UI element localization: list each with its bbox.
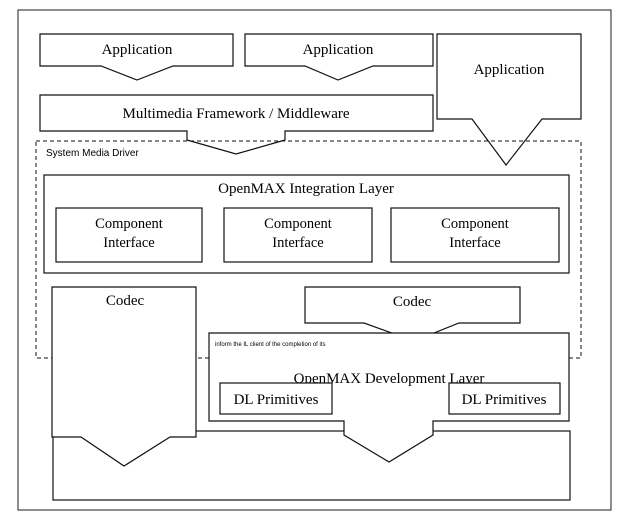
component-interface-1-line2: Interface <box>103 235 155 251</box>
inform-note: inform the IL client of the completion o… <box>215 342 326 348</box>
dl-primitives-left-label: DL Primitives <box>234 392 319 408</box>
component-interface-2-line1: Component <box>264 216 332 232</box>
component-interface-3-line1: Component <box>441 216 509 232</box>
multimedia-framework-label: Multimedia Framework / Middleware <box>122 106 349 122</box>
application-box-right: Application <box>436 33 582 166</box>
multimedia-framework-box: Multimedia Framework / Middleware <box>39 94 434 155</box>
dl-primitives-right-label: DL Primitives <box>462 392 547 408</box>
codec-right-label: Codec <box>393 294 432 310</box>
application-right-label: Application <box>474 62 545 78</box>
system-media-driver-label: System Media Driver <box>46 148 139 159</box>
component-interface-2-line2: Interface <box>272 235 324 251</box>
system-media-driver-boundary <box>35 140 582 359</box>
application-left-label: Application <box>102 42 173 58</box>
openmax-development-layer-box: inform the IL client of the completion o… <box>208 332 570 463</box>
application-box-middle: Application <box>244 33 434 81</box>
application-box-left: Application <box>39 33 234 81</box>
dl-primitives-box-right <box>448 382 561 415</box>
codec-right-box: Codec <box>304 286 521 342</box>
codec-left-box: Codec <box>51 286 197 467</box>
component-interface-box-3 <box>390 207 560 263</box>
component-interface-1-line1: Component <box>95 216 163 232</box>
openmax-integration-layer-label: OpenMAX Integration Layer <box>218 181 394 197</box>
codec-left-label: Codec <box>106 293 145 309</box>
openmax-development-layer-label: OpenMAX Development Layer <box>294 371 485 387</box>
system-media-driver-label-bg <box>42 145 182 159</box>
application-middle-label: Application <box>303 42 374 58</box>
component-interface-box-2 <box>223 207 373 263</box>
component-interface-3-line2: Interface <box>449 235 501 251</box>
component-interface-box-1 <box>55 207 203 263</box>
dl-primitives-box-left <box>219 382 333 415</box>
